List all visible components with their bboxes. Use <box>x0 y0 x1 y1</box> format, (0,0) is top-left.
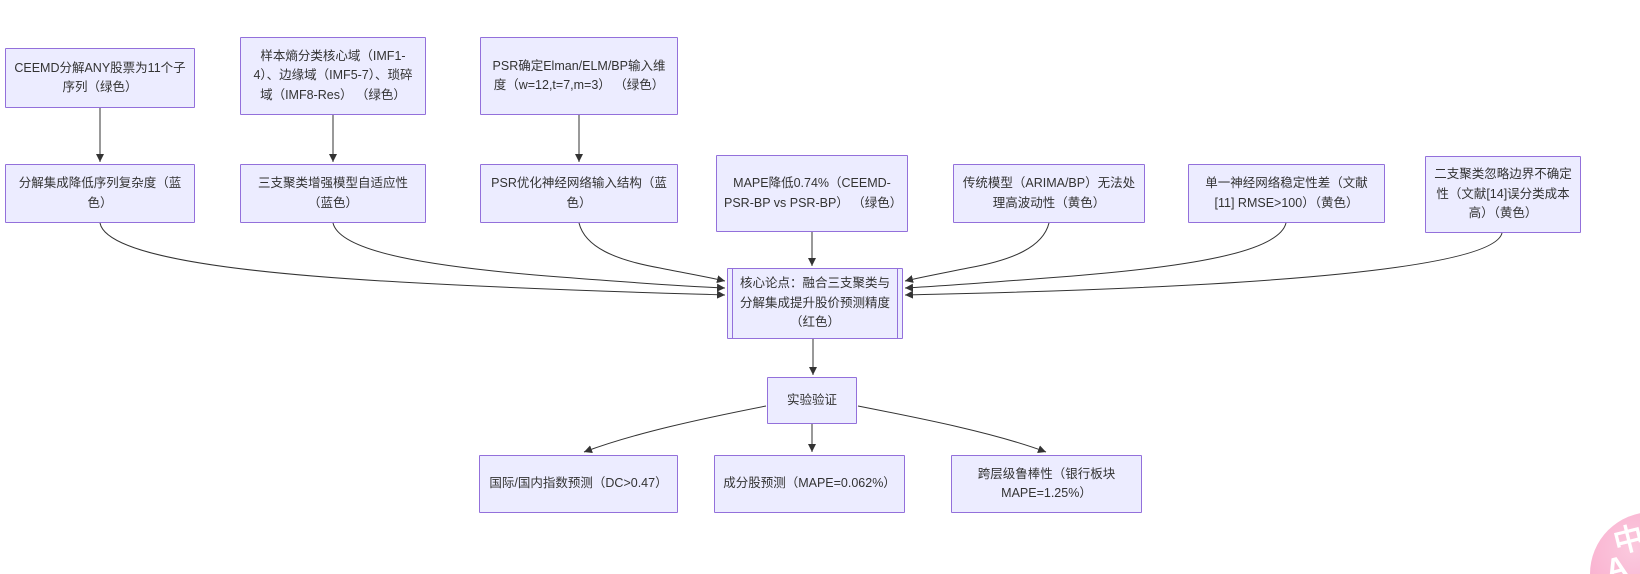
edge-threeway-to-core <box>332 222 726 292</box>
node-label: 成分股预测（MAPE=0.062%） <box>723 476 896 491</box>
node-label: 二支聚类忽略边界不确定性（文献[14]误分类成本高）（黄色） <box>1434 167 1572 221</box>
edge-experiment-to-robust <box>857 405 1047 453</box>
node-label: PSR优化神经网络输入结构（蓝色） <box>491 176 667 210</box>
node-two-way-limit: 二支聚类忽略边界不确定性（文献[14]误分类成本高）（黄色） <box>1425 156 1581 233</box>
node-label: 单一神经网络稳定性差（文献[11] RMSE>100）（黄色） <box>1205 176 1368 210</box>
node-label: 分解集成降低序列复杂度（蓝色） <box>18 176 182 210</box>
node-decompose-benefit: 分解集成降低序列复杂度（蓝色） <box>5 164 195 223</box>
node-label: 三支聚类增强模型自适应性（蓝色） <box>257 176 408 210</box>
edge-traditional-to-core <box>904 222 1050 283</box>
node-mape-improve: MAPE降低0.74%（CEEMD-PSR-BP vs PSR-BP） （绿色） <box>716 155 908 232</box>
node-result-index: 国际/国内指数预测（DC>0.47） <box>479 455 678 513</box>
node-experiment: 实验验证 <box>767 377 857 424</box>
node-label: 传统模型（ARIMA/BP）无法处理高波动性（黄色） <box>962 176 1136 210</box>
node-label: 跨层级鲁棒性（银行板块 MAPE=1.25%） <box>977 466 1116 500</box>
node-result-stock: 成分股预测（MAPE=0.062%） <box>714 455 905 513</box>
edge-experiment-to-index <box>583 405 767 453</box>
edge-psrbenefit-to-core <box>578 222 726 284</box>
edge-decompose-to-core <box>99 222 726 299</box>
node-traditional-limit: 传统模型（ARIMA/BP）无法处理高波动性（黄色） <box>953 164 1145 223</box>
node-label: 实验验证 <box>786 392 837 407</box>
node-label: PSR确定Elman/ELM/BP输入维度（w=12,t=7,m=3） （绿色） <box>492 58 666 92</box>
node-label: MAPE降低0.74%（CEEMD-PSR-BP vs PSR-BP） （绿色） <box>724 176 903 210</box>
node-sample-entropy: 样本熵分类核心域（IMF1-4）、边缘域（IMF5-7）、琐碎域（IMF8-Re… <box>240 37 426 115</box>
edge-twoway-to-core <box>904 232 1503 299</box>
node-label: CEEMD分解ANY股票为11个子序列（绿色） <box>14 60 186 94</box>
node-label: 样本熵分类核心域（IMF1-4）、边缘域（IMF5-7）、琐碎域（IMF8-Re… <box>253 48 413 102</box>
node-psr-input-dim: PSR确定Elman/ELM/BP输入维度（w=12,t=7,m=3） （绿色） <box>480 37 678 115</box>
edge-singlenn-to-core <box>904 222 1287 292</box>
node-three-way-benefit: 三支聚类增强模型自适应性（蓝色） <box>240 164 426 223</box>
subroutine-right-line <box>897 269 898 338</box>
node-psr-benefit: PSR优化神经网络输入结构（蓝色） <box>480 164 678 223</box>
node-result-robust: 跨层级鲁棒性（银行板块 MAPE=1.25%） <box>951 455 1142 513</box>
subroutine-left-line <box>732 269 733 338</box>
node-label: 核心论点：融合三支聚类与分解集成提升股价预测精度（红色） <box>739 276 890 330</box>
node-label: 国际/国内指数预测（DC>0.47） <box>489 476 668 491</box>
node-ceemd-decompose: CEEMD分解ANY股票为11个子序列（绿色） <box>5 48 195 108</box>
watermark-badge[interactable]: 中 A <box>1590 512 1640 574</box>
node-single-nn-limit: 单一神经网络稳定性差（文献[11] RMSE>100）（黄色） <box>1188 164 1385 223</box>
node-core-thesis: 核心论点：融合三支聚类与分解集成提升股价预测精度（红色） <box>727 268 903 339</box>
